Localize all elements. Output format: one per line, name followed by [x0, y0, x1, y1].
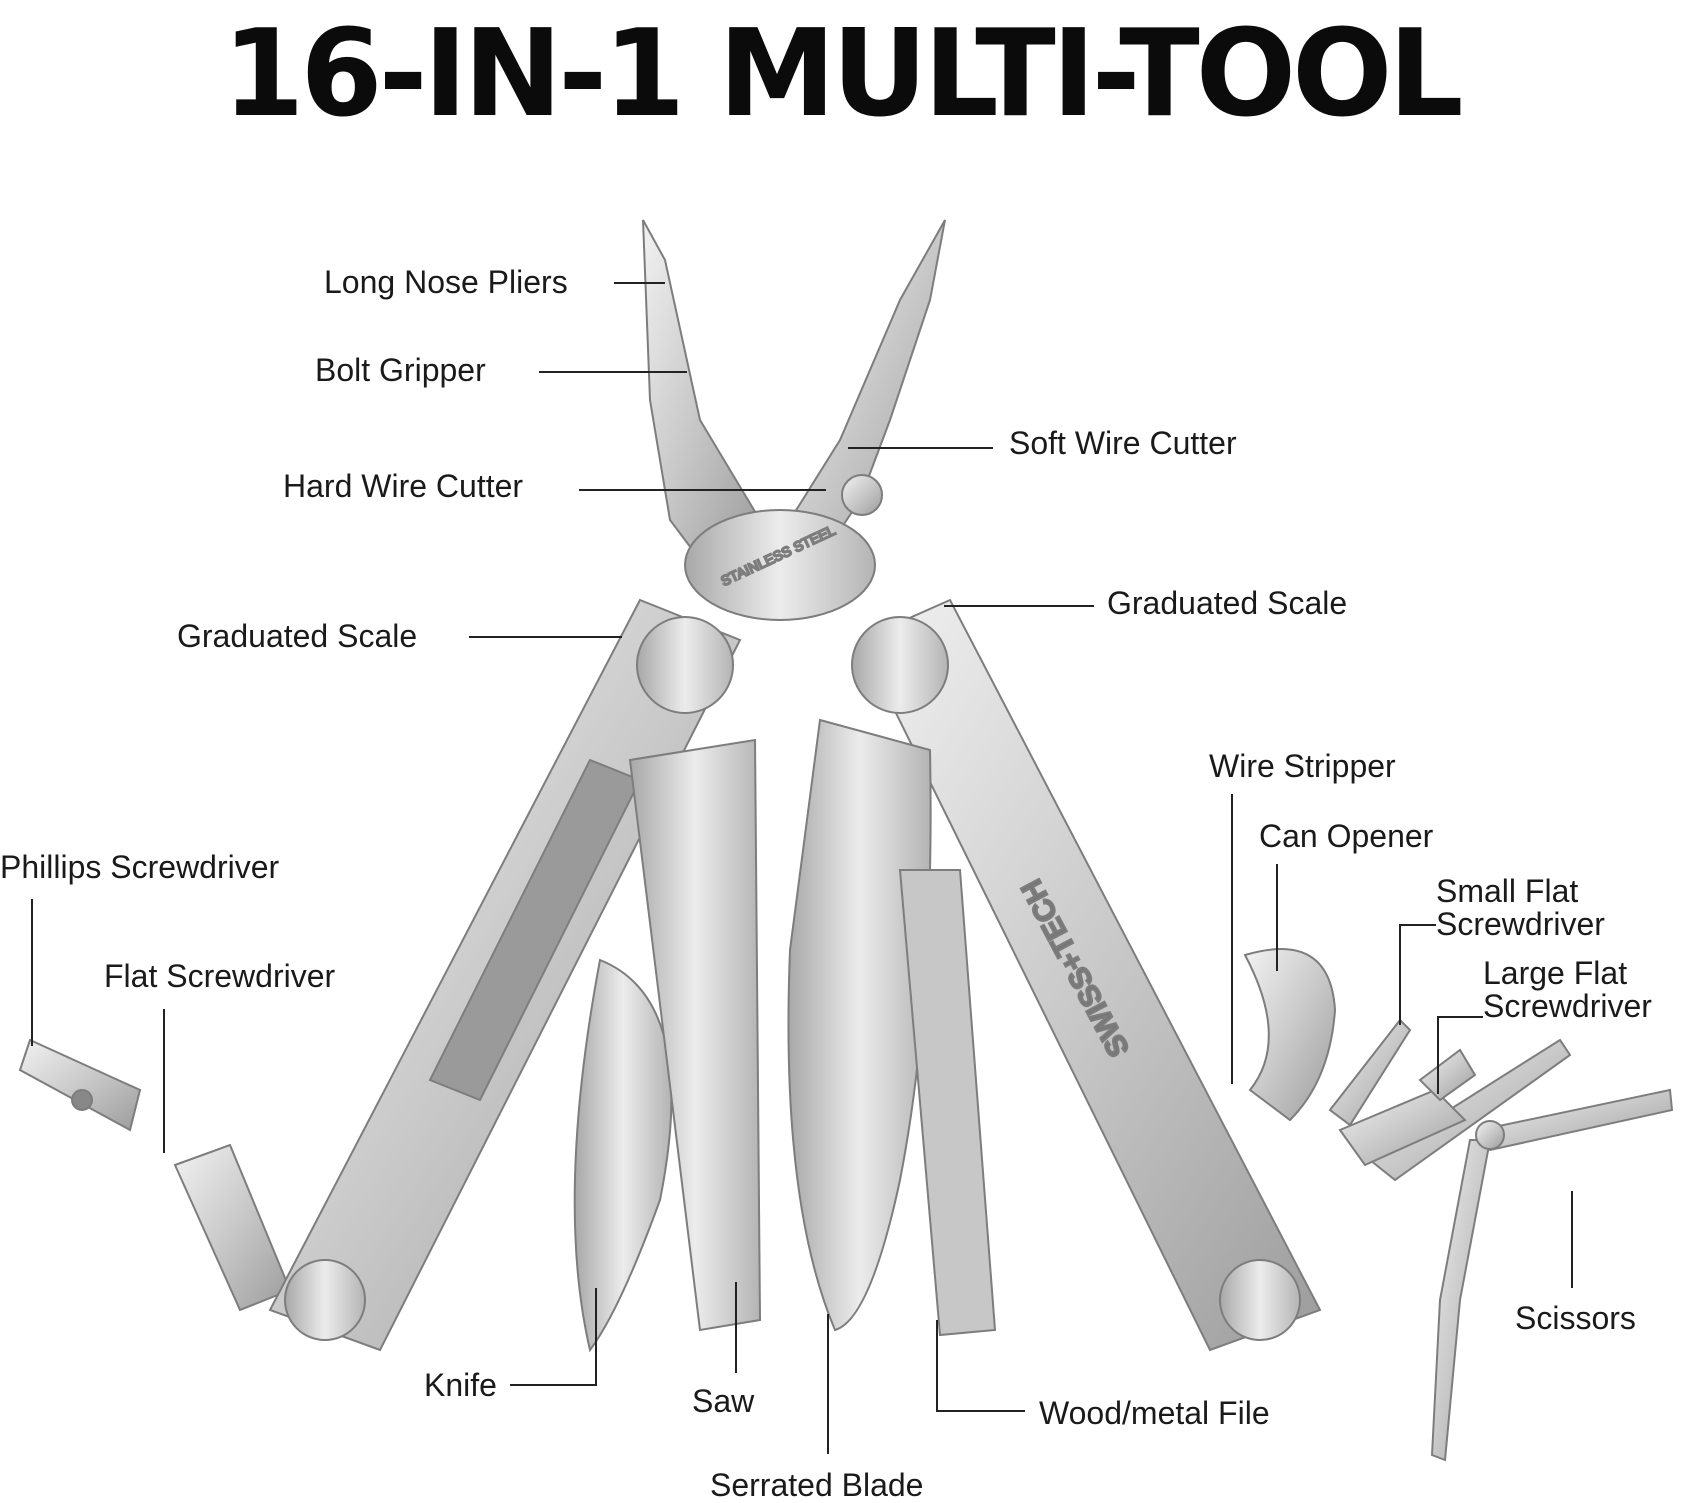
- label-flat-screwdriver: Flat Screwdriver: [104, 958, 336, 994]
- label-graduated-scale-left: Graduated Scale: [177, 618, 418, 654]
- page-title: 16-IN-1 MULTI-TOOL: [222, 2, 1463, 144]
- label-line-1: Small Flat: [1436, 873, 1579, 909]
- label-serrated-blade: Serrated Blade: [710, 1467, 924, 1503]
- label-phillips-screwdriver: Phillips Screwdriver: [0, 849, 280, 885]
- label-small-flat-screwdriver: Small Flat Screwdriver: [1436, 875, 1605, 941]
- left-handle: [268, 598, 742, 1352]
- scissors-tool: [1368, 1038, 1674, 1462]
- label-bolt-gripper: Bolt Gripper: [315, 352, 486, 388]
- label-can-opener: Can Opener: [1259, 818, 1434, 854]
- label-line-2: Screwdriver: [1483, 988, 1652, 1024]
- saw-blade: [628, 738, 762, 1332]
- label-long-nose-pliers: Long Nose Pliers: [324, 264, 568, 300]
- label-scissors: Scissors: [1515, 1300, 1636, 1336]
- label-line-2: Screwdriver: [1436, 906, 1605, 942]
- label-wood-metal-file: Wood/metal File: [1039, 1395, 1270, 1431]
- label-knife: Knife: [424, 1367, 497, 1403]
- right-fan-tools: [1243, 948, 1477, 1167]
- serrated-blade: [787, 718, 932, 1332]
- label-large-flat-screwdriver: Large Flat Screwdriver: [1483, 957, 1652, 1023]
- knife-blade: [573, 958, 673, 1353]
- label-graduated-scale-right: Graduated Scale: [1107, 585, 1348, 621]
- leader-lines: [31, 282, 1573, 1454]
- label-line-1: Large Flat: [1483, 955, 1628, 991]
- plier-jaws: STAINLESS STEEL: [642, 219, 946, 621]
- label-wire-stripper: Wire Stripper: [1209, 748, 1396, 784]
- label-soft-wire-cutter: Soft Wire Cutter: [1009, 425, 1237, 461]
- file-blade: [898, 869, 997, 1337]
- label-saw: Saw: [692, 1383, 755, 1419]
- center-blades: [573, 718, 997, 1353]
- bit-holder: [18, 1038, 292, 1312]
- label-hard-wire-cutter: Hard Wire Cutter: [283, 468, 524, 504]
